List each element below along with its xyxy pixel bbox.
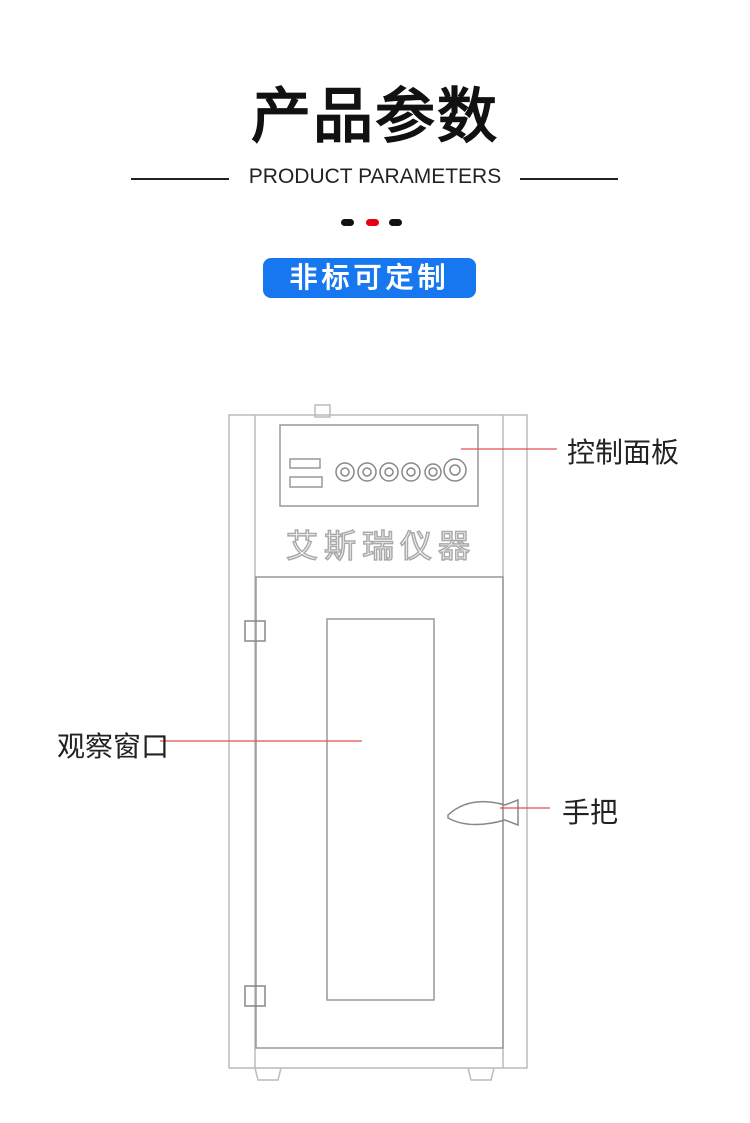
dot-decoration (389, 219, 402, 226)
divider-left (131, 178, 229, 180)
foot-left (254, 1067, 282, 1081)
dot-decoration-accent (366, 219, 379, 226)
brand-text: 艾斯瑞仪器 (286, 527, 476, 565)
label-handle: 手把 (562, 796, 619, 829)
foot-right (467, 1067, 495, 1081)
dot-decoration (341, 219, 354, 226)
cabinet-door (255, 576, 504, 1049)
observation-window (326, 618, 435, 1001)
divider-right (520, 178, 618, 180)
page-subtitle: PRODUCT PARAMETERS (248, 165, 502, 188)
top-vent (314, 404, 331, 418)
page-title: 产品参数 (251, 82, 499, 152)
control-knobs (335, 458, 467, 482)
door-handle (447, 798, 519, 827)
control-panel (279, 424, 479, 507)
hinge-bottom (244, 985, 266, 1007)
label-window: 观察窗口 (57, 730, 170, 763)
hinge-top (244, 620, 266, 642)
custom-badge: 非标可定制 (263, 258, 476, 298)
label-control-panel: 控制面板 (567, 436, 680, 469)
